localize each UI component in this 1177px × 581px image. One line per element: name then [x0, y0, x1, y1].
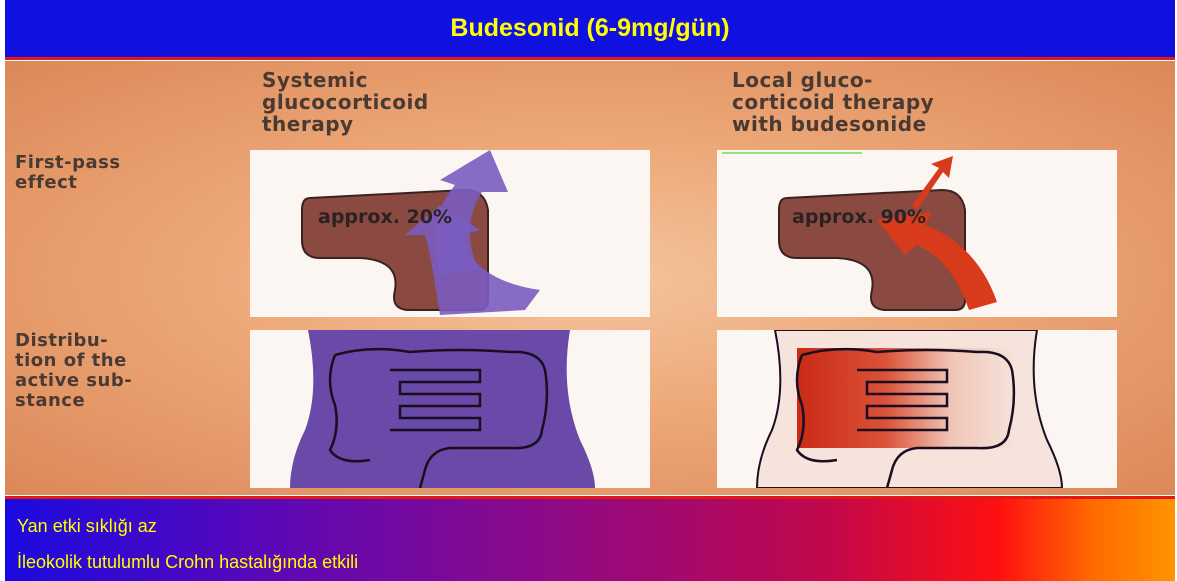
label-approx-90: approx. 90%: [792, 206, 926, 228]
panel-systemic-first-pass: approx. 20%: [250, 150, 650, 317]
bullet-1: Yan etki sıklığı az: [17, 516, 157, 537]
column-heading-systemic: Systemic glucocorticoid therapy: [262, 69, 429, 135]
title-bar: Budesonid (6-9mg/gün): [5, 0, 1175, 60]
panel-local-distribution: [717, 330, 1117, 488]
diagram-photo: Systemic glucocorticoid therapy Local gl…: [5, 61, 1175, 495]
bottom-bar: Yan etki sıklığı az İleokolik tutulumlu …: [5, 496, 1175, 581]
label-approx-20: approx. 20%: [318, 206, 452, 228]
row-heading-distribution: Distribu- tion of the active sub- stance: [15, 331, 132, 411]
colon-highlight: [797, 348, 1017, 448]
bullet-2: İleokolik tutulumlu Crohn hastalığında e…: [17, 552, 358, 573]
panel-systemic-distribution: [250, 330, 650, 488]
slide-title: Budesonid (6-9mg/gün): [450, 14, 729, 43]
row-heading-first-pass: First-pass effect: [15, 153, 121, 193]
panel-local-first-pass: approx. 90%: [717, 150, 1117, 317]
column-heading-local: Local gluco- corticoid therapy with bude…: [732, 69, 934, 135]
